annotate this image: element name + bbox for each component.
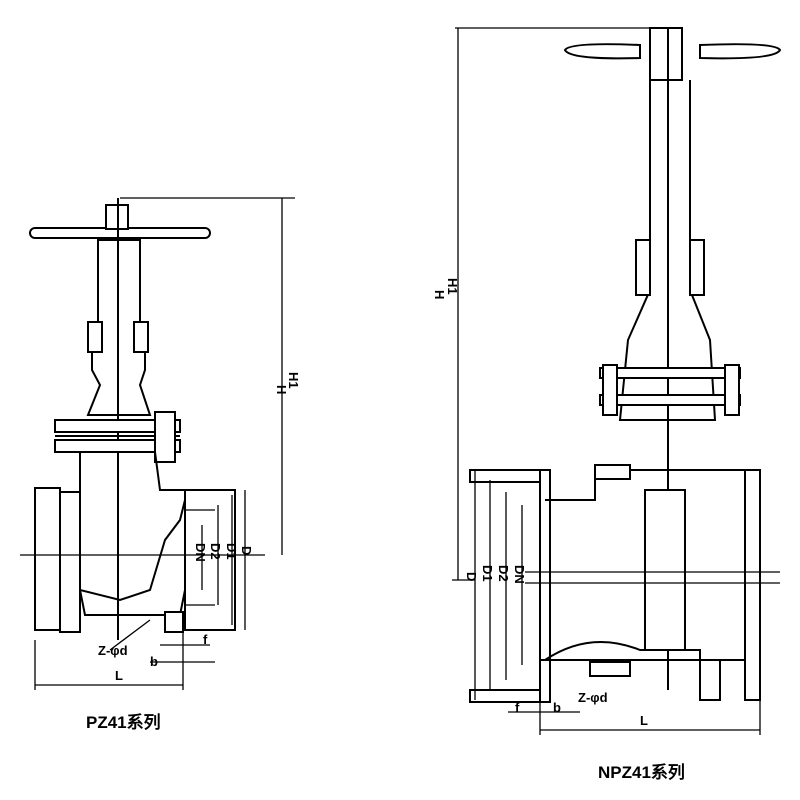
dim-dn: DN	[512, 565, 527, 584]
bonnet	[618, 80, 717, 421]
dim-h1: H1	[445, 278, 460, 295]
dim-h1: H1	[286, 372, 301, 389]
dim-d1: D1	[224, 543, 239, 560]
label-bolts: Z-φd	[578, 690, 608, 705]
gate-disc	[644, 489, 686, 651]
dim-dn: DN	[193, 543, 208, 562]
dim-h: H	[274, 385, 289, 394]
dim-f: f	[515, 700, 520, 715]
dim-h: H	[432, 290, 447, 299]
npz41-valve-drawing	[452, 27, 782, 735]
dim-l: L	[640, 713, 648, 728]
dim-b: b	[553, 700, 561, 715]
dim-d2: D2	[208, 543, 223, 560]
caption-npz41: NPZ41系列	[598, 762, 685, 782]
handwheel	[563, 43, 641, 60]
dim-d2: D2	[496, 565, 511, 582]
label-bolts: Z-φd	[98, 643, 128, 658]
inlet-flange	[539, 469, 551, 703]
dim-d1: D1	[480, 565, 495, 582]
valve-body	[79, 451, 186, 602]
body-flange	[54, 419, 181, 433]
caption-pz41: PZ41系列	[86, 712, 161, 732]
dim-b: b	[150, 654, 158, 669]
outlet-flange	[184, 489, 236, 631]
dim-l: L	[115, 668, 123, 683]
pz41-valve-drawing	[20, 197, 295, 690]
dim-d: D	[464, 572, 479, 581]
dim-d: D	[239, 546, 254, 555]
outlet-flange	[744, 469, 761, 701]
body-flange	[599, 367, 741, 379]
inlet-flange	[34, 487, 61, 631]
dim-f: f	[203, 632, 208, 647]
